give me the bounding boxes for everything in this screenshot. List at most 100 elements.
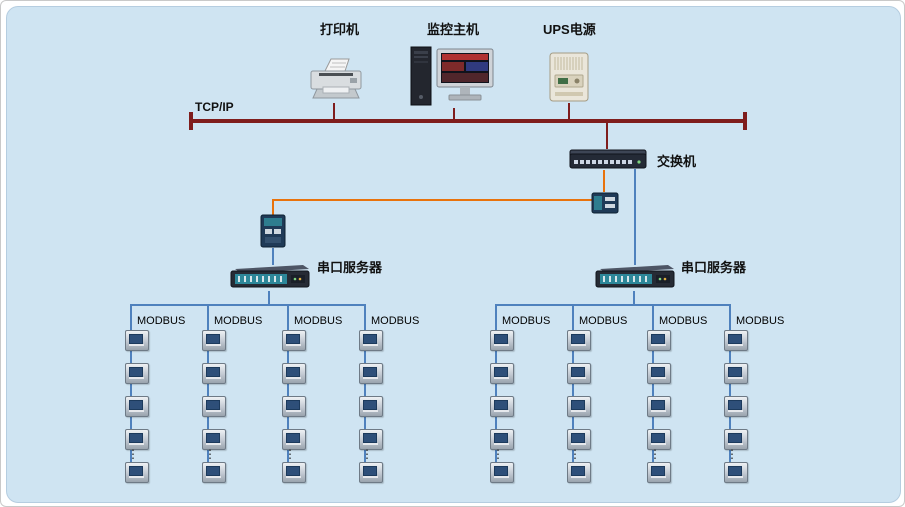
power-meter-icon	[125, 363, 149, 384]
bus-endcap-right	[743, 112, 747, 130]
ellipsis: ⋮	[649, 447, 661, 461]
modbus-label: MODBUS	[371, 315, 420, 327]
tcp-bus-line	[192, 119, 745, 123]
switch-server-link-right	[634, 169, 636, 265]
power-meter-icon	[359, 462, 383, 483]
column-line	[207, 304, 209, 482]
ellipsis: ⋮	[127, 447, 139, 461]
switch-icon	[569, 147, 647, 171]
modbus-label: MODBUS	[214, 315, 263, 327]
ellipsis: ⋮	[284, 447, 296, 461]
power-meter-icon	[125, 462, 149, 483]
ellipsis: ⋮	[492, 447, 504, 461]
monitor-host-icon	[409, 45, 499, 109]
printer-label: 打印机	[320, 22, 360, 37]
power-meter-icon	[282, 363, 306, 384]
ellipsis: ⋮	[569, 447, 581, 461]
modbus-label: MODBUS	[502, 315, 551, 327]
ellipsis: ⋮	[361, 447, 373, 461]
column-line	[572, 304, 574, 482]
power-meter-icon	[567, 330, 591, 351]
power-meter-icon	[282, 330, 306, 351]
power-meter-icon	[490, 330, 514, 351]
power-meter-icon	[125, 396, 149, 417]
bus-switch-link	[606, 123, 608, 149]
serial-server-right-icon	[594, 263, 676, 291]
power-meter-icon	[490, 363, 514, 384]
switch-converter-fiber-link	[603, 170, 605, 192]
power-meter-icon	[202, 330, 226, 351]
power-meter-icon	[359, 429, 383, 450]
diagram-panel: 打印机 监控主机 UPS电源	[6, 6, 901, 503]
ups-bus-link	[568, 103, 570, 119]
power-meter-icon	[724, 429, 748, 450]
power-meter-icon	[490, 396, 514, 417]
modbus-column-1: MODBUS ⋮	[125, 304, 208, 484]
bus-endcap-left	[189, 112, 193, 130]
ellipsis: ⋮	[204, 447, 216, 461]
modbus-label: MODBUS	[736, 315, 785, 327]
switch-label: 交换机	[657, 154, 697, 169]
host-bus-link	[453, 108, 455, 119]
fiber-left-drop	[272, 199, 274, 215]
modbus-column-2: MODBUS ⋮	[202, 304, 285, 484]
column-line	[729, 304, 731, 482]
power-meter-icon	[724, 396, 748, 417]
modbus-column-4: MODBUS ⋮	[359, 304, 442, 484]
power-meter-icon	[282, 429, 306, 450]
power-meter-icon	[359, 363, 383, 384]
power-meter-icon	[359, 330, 383, 351]
modbus-label: MODBUS	[579, 315, 628, 327]
power-meter-icon	[567, 462, 591, 483]
modbus-label: MODBUS	[294, 315, 343, 327]
printer-bus-link	[333, 103, 335, 119]
power-meter-icon	[202, 363, 226, 384]
fiber-horizontal-link	[273, 199, 593, 201]
column-line	[495, 304, 497, 482]
host-label: 监控主机	[427, 22, 480, 37]
power-meter-icon	[490, 462, 514, 483]
distribution-bus-right	[495, 304, 731, 306]
server-bus-link-right	[633, 291, 635, 304]
column-line	[364, 304, 366, 482]
power-meter-icon	[647, 330, 671, 351]
power-meter-icon	[567, 363, 591, 384]
power-meter-icon	[647, 363, 671, 384]
serial-server-left-icon	[229, 263, 311, 291]
power-meter-icon	[724, 363, 748, 384]
modbus-column-6: MODBUS ⋮	[567, 304, 650, 484]
power-meter-icon	[647, 429, 671, 450]
power-meter-icon	[202, 462, 226, 483]
printer-icon	[305, 57, 367, 103]
serial-server-left-label: 串口服务器	[317, 260, 383, 275]
modbus-column-3: MODBUS ⋮	[282, 304, 365, 484]
serial-server-right-label: 串口服务器	[681, 260, 747, 275]
power-meter-icon	[567, 429, 591, 450]
power-meter-icon	[282, 462, 306, 483]
power-meter-icon	[647, 396, 671, 417]
power-meter-icon	[125, 330, 149, 351]
power-meter-icon	[647, 462, 671, 483]
column-line	[652, 304, 654, 482]
column-line	[287, 304, 289, 482]
modbus-label: MODBUS	[137, 315, 186, 327]
power-meter-icon	[282, 396, 306, 417]
power-meter-icon	[724, 330, 748, 351]
media-converter-right-icon	[591, 191, 619, 215]
column-line	[130, 304, 132, 482]
power-meter-icon	[202, 429, 226, 450]
power-meter-icon	[490, 429, 514, 450]
ups-icon	[547, 51, 591, 103]
modbus-label: MODBUS	[659, 315, 708, 327]
converter-server-link-left	[272, 248, 274, 265]
power-meter-icon	[359, 396, 383, 417]
power-meter-icon	[567, 396, 591, 417]
distribution-bus-left	[130, 304, 366, 306]
media-converter-left-icon	[259, 214, 287, 248]
power-meter-icon	[125, 429, 149, 450]
ups-label: UPS电源	[543, 22, 596, 37]
server-bus-link-left	[268, 291, 270, 304]
modbus-column-5: MODBUS ⋮	[490, 304, 573, 484]
ellipsis: ⋮	[726, 447, 738, 461]
